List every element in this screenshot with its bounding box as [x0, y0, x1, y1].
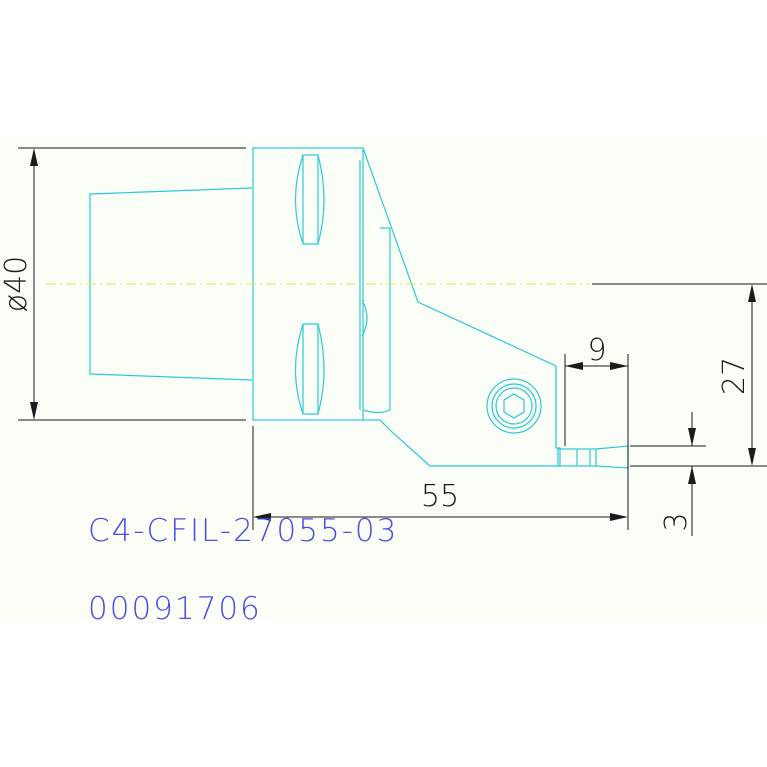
dimension-diameter: ø40: [0, 256, 34, 313]
dimension-height: 27: [717, 357, 752, 395]
order-number-label: 00091706: [88, 591, 262, 627]
dimension-width-insert: 9: [587, 333, 606, 368]
dimension-depth: 3: [659, 512, 694, 531]
hex-socket-icon: [503, 393, 525, 419]
dimension-lines: [18, 147, 767, 536]
part-number-label: C4-CFIL-27055-03: [88, 513, 398, 549]
clamp-screw: [486, 378, 542, 434]
head-body: [362, 147, 561, 467]
dimension-length: 55: [421, 479, 459, 514]
center-notch: [361, 299, 368, 337]
tool-holder-outline: [89, 147, 629, 469]
sheet-background: [0, 140, 767, 620]
